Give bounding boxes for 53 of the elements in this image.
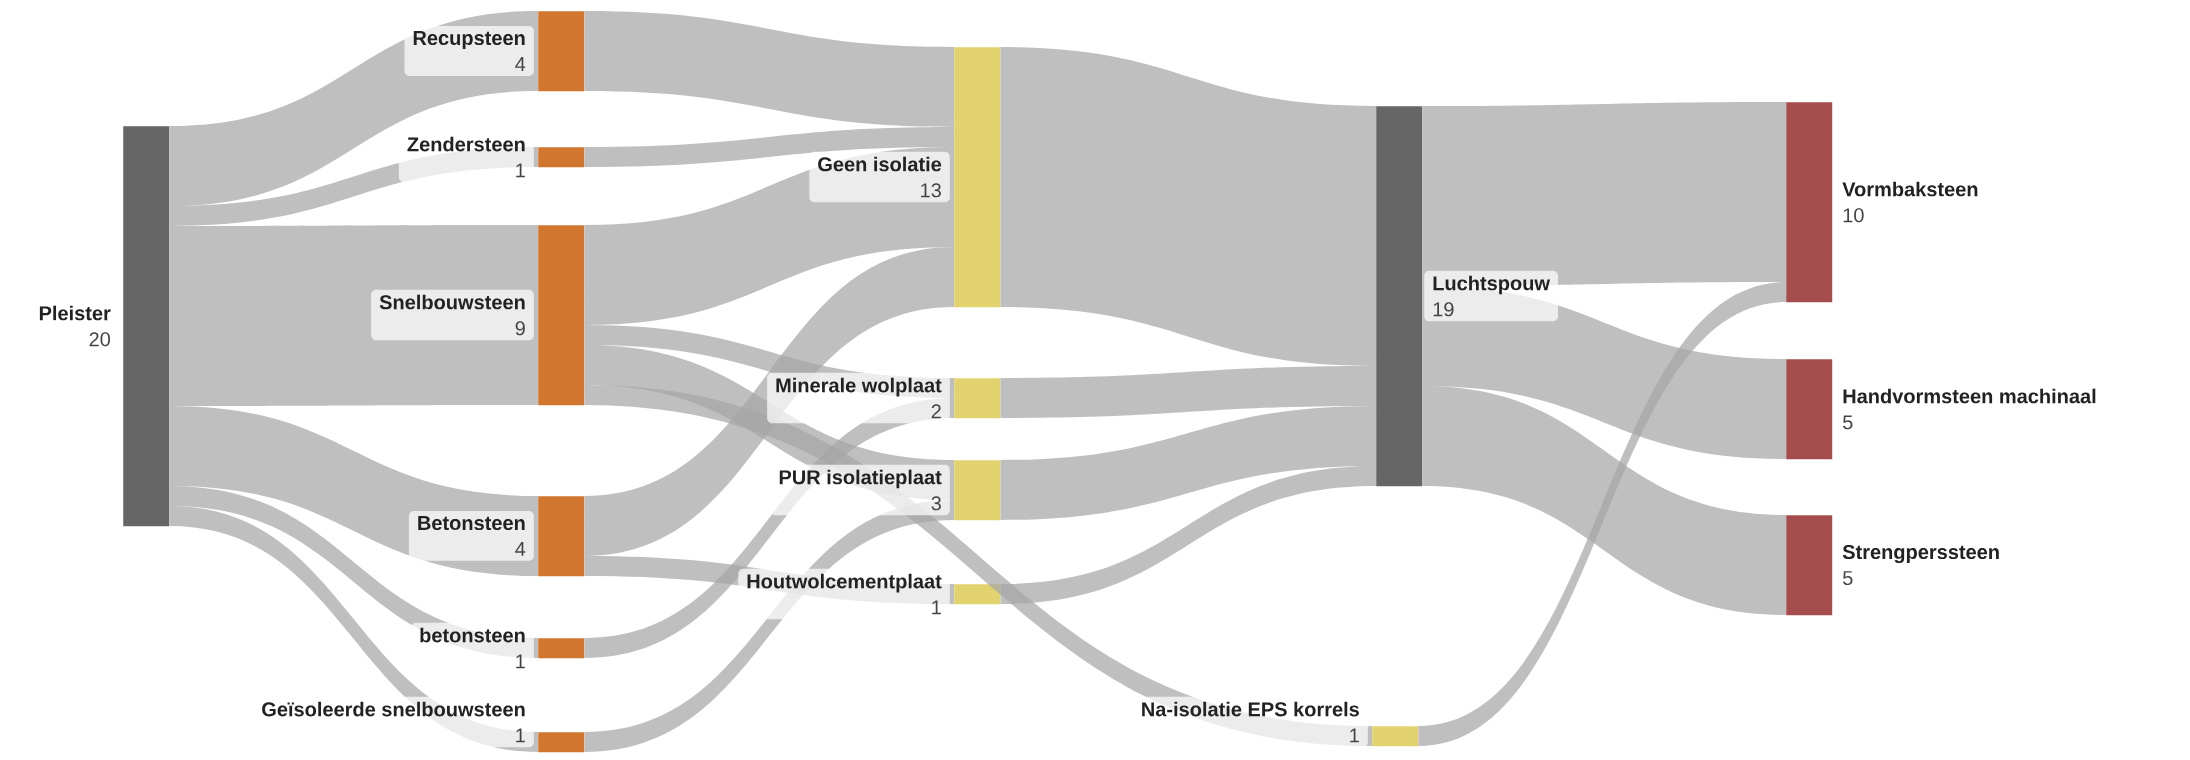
flow-bar	[1372, 726, 1419, 747]
flow-band	[1000, 366, 1376, 418]
flow-band	[1000, 47, 1376, 366]
flow-bar	[538, 11, 585, 92]
node-label: 1	[516, 163, 525, 178]
flow-bar	[538, 147, 585, 168]
node-label: 1	[1350, 728, 1359, 743]
flow-bar	[954, 378, 1001, 419]
node-label: Zendersteen 1	[398, 131, 534, 183]
flow-band	[584, 127, 954, 167]
node-label: Betonsteen 4	[408, 511, 534, 561]
flow-bar	[954, 47, 1001, 308]
flow-bar	[538, 496, 585, 577]
flow-bar	[1786, 515, 1833, 616]
flow-bar	[1786, 102, 1833, 303]
node-label: Strengperssteen 5	[1834, 539, 2009, 591]
flow-band	[1000, 406, 1376, 520]
node-label: PUR isolatieplaat 3	[770, 464, 950, 516]
flow-band	[1422, 102, 1786, 286]
node-label: 3	[931, 496, 941, 511]
node-label: Handvormsteen machinaal 5	[1834, 383, 2105, 435]
flow-bar	[123, 126, 170, 527]
flow-bar	[538, 732, 585, 753]
flow-bar	[954, 584, 1001, 605]
flow-band	[1422, 386, 1786, 615]
node-label: Luchtspouw 19	[1424, 270, 1558, 322]
node-label: Geïsoleerde snelbouwsteen	[262, 701, 525, 717]
node-label: betonsteen	[420, 627, 525, 643]
node-label: Recupsteen 4	[404, 26, 534, 76]
node-label: PUR isolatieplaat	[779, 469, 942, 489]
node-label: Geen isolatie 13	[809, 151, 950, 203]
node-label: 1	[516, 654, 525, 669]
node-label: Pleister 20	[30, 300, 119, 352]
node-label: Geïsoleerde snelbouwsteen 1	[253, 696, 534, 748]
flow-bar	[1786, 359, 1833, 460]
node-label: Vormbaksteen 10	[1834, 176, 1987, 228]
node-label: Houtwolcementplaat	[747, 573, 942, 593]
flow-band	[1000, 466, 1376, 604]
node-label: Zendersteen	[407, 136, 525, 152]
flow-bar	[1376, 106, 1423, 487]
node-label: 1	[932, 600, 941, 615]
flow-bar	[954, 460, 1001, 521]
flow-bar	[538, 225, 585, 406]
node-label: Minerale wolplaat 2	[767, 372, 950, 424]
node-label: 1	[516, 728, 525, 743]
node-label: Houtwolcementplaat 1	[738, 568, 950, 620]
flow-band	[584, 247, 954, 556]
node-label: Snelbouwsteen 9	[371, 289, 534, 341]
node-label: Na-isolatie EPS korrels 1	[1132, 696, 1368, 748]
flow-bar	[538, 638, 585, 659]
flow-band	[584, 11, 954, 127]
node-label: betonsteen 1	[411, 622, 534, 674]
node-label: Na-isolatie EPS korrels	[1142, 701, 1359, 717]
